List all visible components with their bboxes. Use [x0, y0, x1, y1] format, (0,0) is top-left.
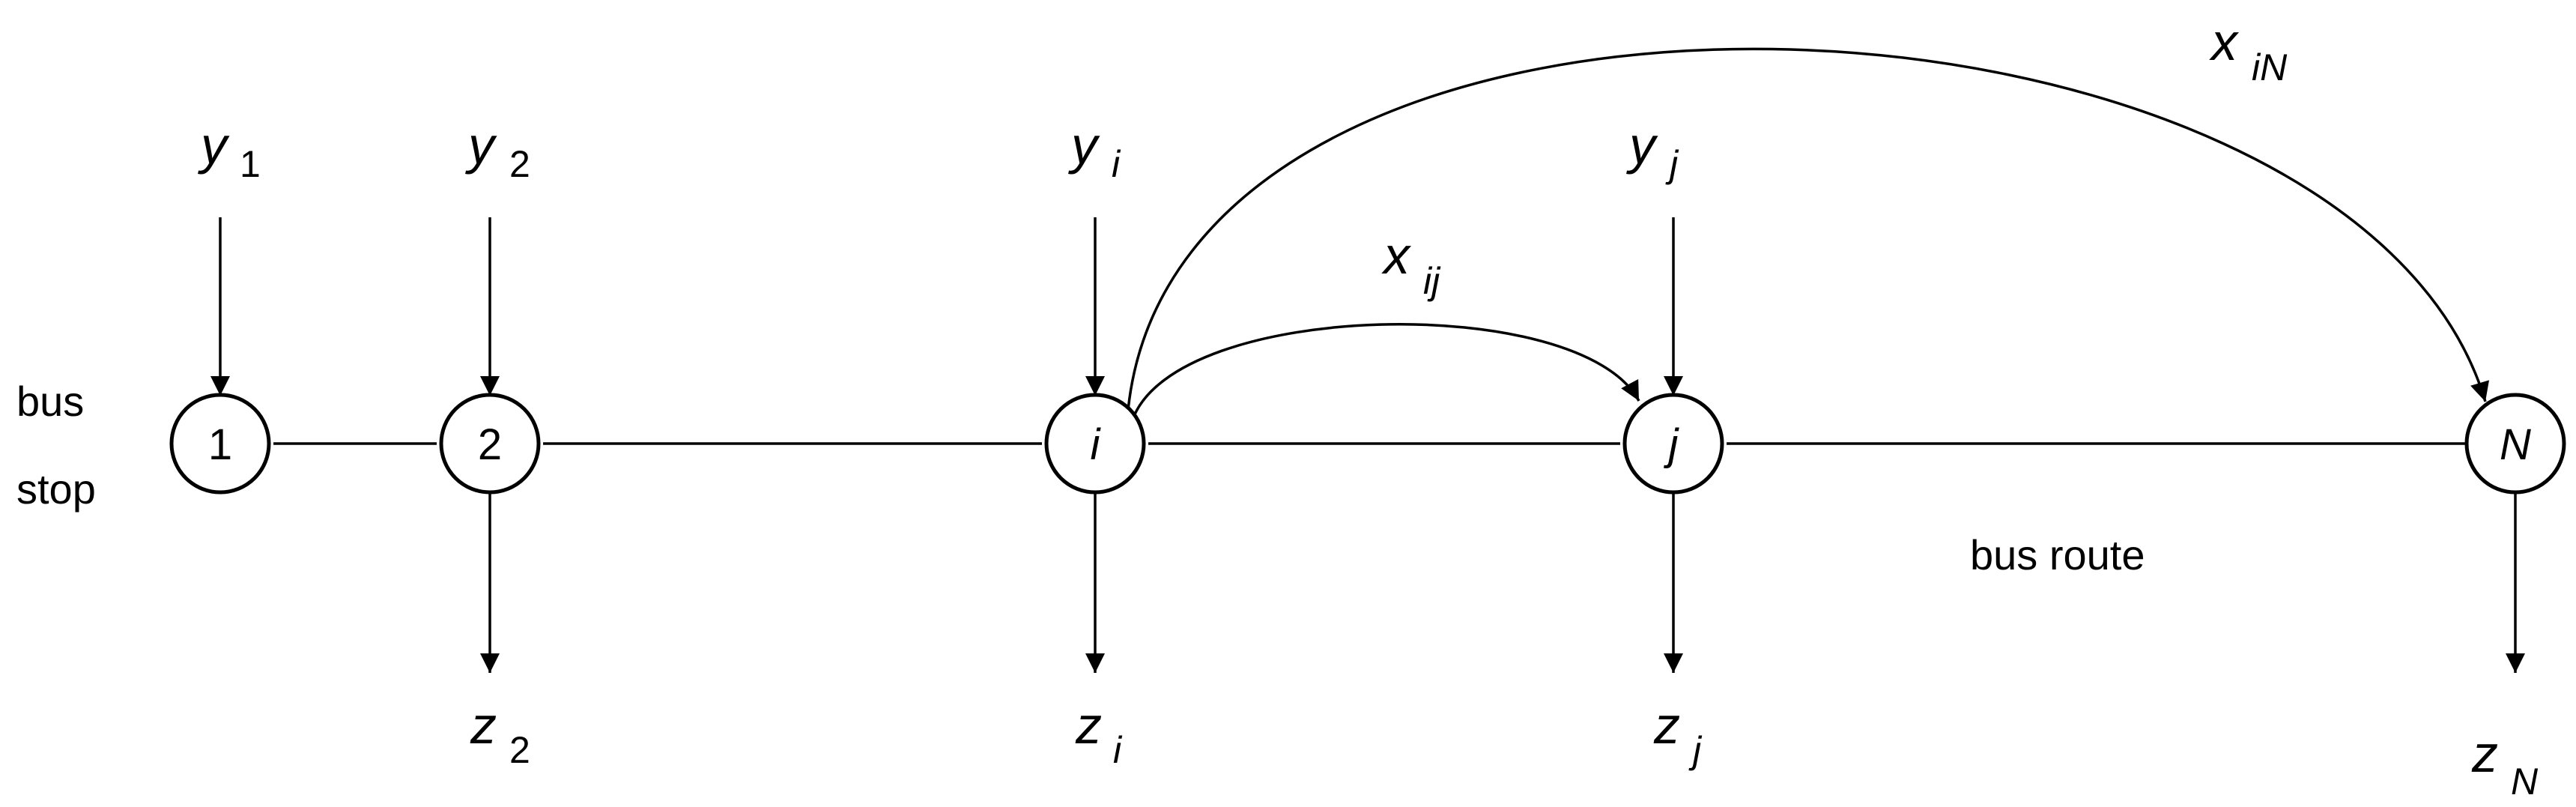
svg-text:y: y	[1626, 116, 1658, 175]
svg-text:y: y	[465, 116, 497, 175]
bus-stop-node-1	[169, 393, 271, 495]
svg-text:z: z	[1653, 696, 1680, 755]
bus-stop-node-i	[1044, 393, 1146, 495]
alighting-label-zj: z j	[1653, 696, 1703, 771]
svg-text:z: z	[2471, 725, 2498, 783]
svg-text:i: i	[1113, 729, 1123, 771]
svg-text:ij: ij	[1423, 260, 1441, 302]
svg-text:2: 2	[509, 143, 530, 185]
bus-route-label: bus route	[1970, 531, 2145, 578]
node-label-i: i	[1091, 420, 1102, 469]
bus-stop-node-j	[1622, 393, 1724, 495]
boarding-label-yj: y j	[1626, 116, 1679, 185]
node-label-N: N	[2500, 420, 2531, 469]
flow-arc-ij	[1131, 323, 1640, 420]
svg-text:x: x	[1381, 226, 1412, 285]
bus-stop-label-line2: stop	[16, 465, 96, 513]
svg-text:y: y	[198, 116, 230, 175]
bus-stop-node-N	[2464, 393, 2566, 495]
svg-text:1: 1	[240, 143, 261, 185]
node-label-2: 2	[478, 420, 502, 469]
svg-text:y: y	[1068, 116, 1100, 175]
svg-text:j: j	[1688, 729, 1703, 771]
node-label-1: 1	[208, 420, 232, 469]
svg-text:N: N	[2511, 761, 2539, 803]
boarding-label-y2: y 2	[465, 116, 530, 185]
bus-stop-node-2	[439, 393, 541, 495]
svg-text:iN: iN	[2252, 46, 2288, 88]
flow-arc-iN	[1126, 47, 2489, 419]
svg-text:j: j	[1665, 143, 1679, 185]
alighting-label-z2: z 2	[470, 696, 530, 771]
alighting-label-zN: z N	[2471, 725, 2539, 803]
svg-text:i: i	[1112, 143, 1121, 185]
boarding-label-yi: y i	[1068, 116, 1121, 185]
svg-text:2: 2	[509, 729, 530, 771]
flow-label-xij: x ij	[1381, 226, 1441, 302]
boarding-label-y1: y 1	[198, 116, 261, 185]
alighting-label-zi: z i	[1075, 696, 1123, 771]
flow-label-xiN: x iN	[2209, 13, 2288, 88]
bus-stop-label-line1: bus	[16, 378, 84, 425]
svg-text:z: z	[470, 696, 497, 755]
svg-text:z: z	[1075, 696, 1102, 755]
svg-text:x: x	[2209, 13, 2240, 71]
